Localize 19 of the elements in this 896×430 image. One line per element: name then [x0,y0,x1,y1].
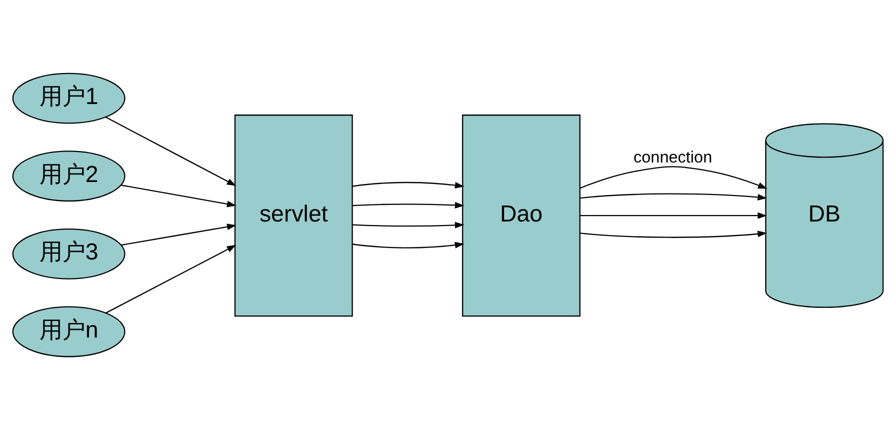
node-box: Dao [462,114,580,317]
arrow [580,166,768,189]
edge-label: connection [634,148,712,166]
node-ellipse: 用户2 [12,150,126,202]
arrow [105,244,236,314]
arrow [352,222,464,228]
arrow [352,242,464,248]
arrow [120,224,236,246]
arrow [580,193,767,200]
arrow [105,116,236,186]
arrow [120,184,236,208]
arrow [580,212,768,219]
node-ellipse: 用户1 [12,72,126,124]
node-ellipse: 用户3 [12,228,126,280]
arrow [352,182,464,188]
node-box: servlet [234,114,353,317]
node-ellipse: 用户n [12,306,126,358]
arrow [580,230,767,238]
arrow [352,202,464,208]
